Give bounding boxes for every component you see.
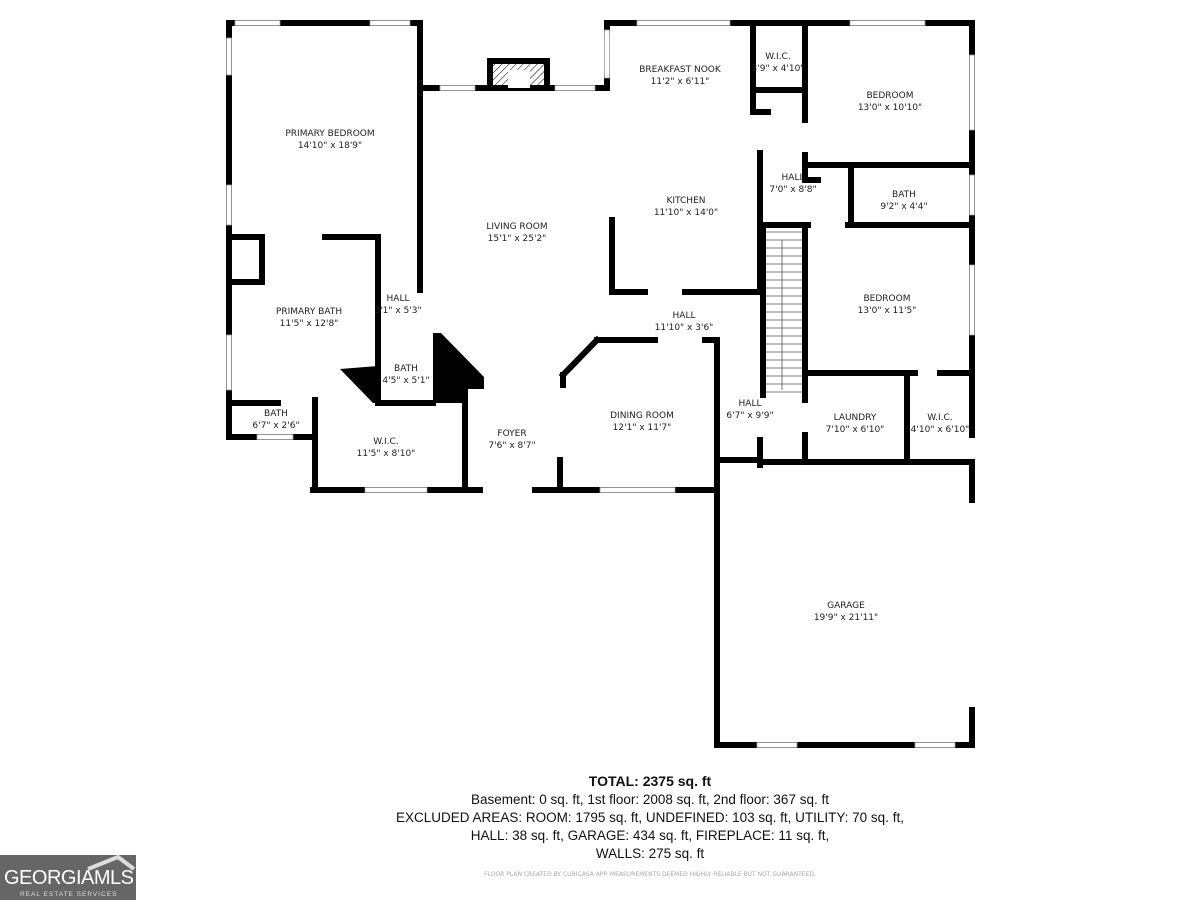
window bbox=[226, 37, 232, 76]
room-dimensions: 11'2" x 6'11" bbox=[651, 77, 710, 87]
window bbox=[969, 264, 975, 336]
room-name: BREAKFAST NOOK bbox=[639, 65, 722, 75]
walls-area: WALLS: 275 sq. ft bbox=[595, 846, 705, 861]
room-label: BATH 4'5" x 5'1" bbox=[382, 364, 429, 386]
room-dimensions: 13'0" x 10'10" bbox=[858, 103, 922, 113]
room-name: W.I.C. bbox=[373, 437, 398, 447]
room-name: HALL bbox=[387, 294, 410, 304]
fireplace bbox=[487, 58, 550, 91]
room-label: LAUNDRY 7'10" x 6'10" bbox=[826, 413, 885, 435]
window bbox=[969, 54, 975, 131]
room-label: BEDROOM 13'0" x 11'5" bbox=[858, 294, 917, 316]
window bbox=[554, 85, 596, 91]
room-dimensions: 6'7" x 9'9" bbox=[726, 411, 773, 421]
room-label: W.I.C. 3'9" x 4'10" bbox=[752, 52, 805, 74]
credit-note: FLOOR PLAN CREATED BY CUBICASA APP. MEAS… bbox=[484, 871, 816, 878]
room-dimensions: 15'1" x 25'2" bbox=[488, 234, 547, 244]
excluded-areas: EXCLUDED AREAS: ROOM: 1795 sq. ft, UNDEF… bbox=[396, 810, 904, 825]
window bbox=[226, 334, 232, 391]
floor-areas: Basement: 0 sq. ft, 1st floor: 2008 sq. … bbox=[471, 792, 829, 807]
room-label: HALL 11'10" x 3'6" bbox=[655, 311, 714, 333]
window bbox=[369, 20, 411, 26]
room-name: LIVING ROOM bbox=[486, 222, 547, 232]
floor-plan: PRIMARY BEDROOM 14'10" x 18'9" LIVING ROOM… bbox=[226, 20, 975, 748]
room-name: BATH bbox=[394, 364, 418, 374]
room-dimensions: 4'5" x 5'1" bbox=[382, 376, 429, 386]
room-label: DINING ROOM 12'1" x 11'7" bbox=[610, 411, 674, 433]
room-name: BATH bbox=[892, 190, 916, 200]
room-name: W.I.C. bbox=[765, 52, 790, 62]
room-dimensions: 7'6" x 8'7" bbox=[488, 441, 535, 451]
room-dimensions: 12'1" x 11'7" bbox=[613, 423, 672, 433]
room-label: HALL 7'0" x 8'8" bbox=[769, 173, 816, 195]
room-name: HALL bbox=[782, 173, 805, 183]
room-name: KITCHEN bbox=[667, 196, 706, 206]
window bbox=[439, 85, 476, 91]
room-name: BEDROOM bbox=[867, 91, 914, 101]
room-label: FOYER 7'6" x 8'7" bbox=[488, 429, 535, 451]
room-label: HALL 3'1" x 5'3" bbox=[374, 294, 421, 316]
window bbox=[636, 20, 731, 26]
room-dimensions: 14'10" x 18'9" bbox=[298, 141, 362, 151]
room-name: W.I.C. bbox=[927, 413, 952, 423]
room-dimensions: 7'0" x 8'8" bbox=[769, 185, 816, 195]
wall bbox=[558, 335, 602, 380]
room-dimensions: 7'10" x 6'10" bbox=[826, 425, 885, 435]
staircase bbox=[766, 231, 802, 393]
window bbox=[364, 487, 428, 493]
room-dimensions: 3'1" x 5'3" bbox=[374, 306, 421, 316]
wall-block bbox=[433, 333, 484, 403]
room-dimensions: 11'5" x 12'8" bbox=[280, 319, 339, 329]
room-name: PRIMARY BEDROOM bbox=[285, 129, 374, 139]
room-label: LIVING ROOM 15'1" x 25'2" bbox=[486, 222, 547, 244]
window bbox=[256, 434, 294, 440]
room-name: FOYER bbox=[497, 429, 526, 439]
room-dimensions: 11'10" x 3'6" bbox=[655, 323, 714, 333]
window bbox=[849, 20, 926, 26]
room-name: DINING ROOM bbox=[610, 411, 674, 421]
room-dimensions: 11'10" x 14'0" bbox=[654, 208, 718, 218]
logo-subtitle: REAL ESTATE SERVICES bbox=[20, 891, 118, 898]
excluded-areas-cont: HALL: 38 sq. ft, GARAGE: 434 sq. ft, FIR… bbox=[470, 828, 830, 843]
room-dimensions: 13'0" x 11'5" bbox=[858, 306, 917, 316]
room-name: HALL bbox=[739, 399, 762, 409]
wall-block bbox=[340, 366, 378, 403]
room-name: HALL bbox=[673, 311, 696, 321]
window bbox=[604, 29, 610, 79]
room-dimensions: 6'7" x 2'6" bbox=[252, 421, 299, 431]
room-name: BEDROOM bbox=[864, 294, 911, 304]
window bbox=[226, 184, 232, 226]
total-area: TOTAL: 2375 sq. ft bbox=[588, 773, 712, 789]
room-label: HALL 6'7" x 9'9" bbox=[726, 399, 773, 421]
window bbox=[914, 742, 956, 748]
window bbox=[756, 742, 798, 748]
room-label: KITCHEN 11'10" x 14'0" bbox=[654, 196, 718, 218]
room-label: W.I.C. 11'5" x 8'10" bbox=[357, 437, 416, 459]
room-label: BREAKFAST NOOK 11'2" x 6'11" bbox=[639, 65, 722, 87]
logo-name: GEORGIAMLS bbox=[4, 867, 134, 889]
windows bbox=[226, 20, 975, 748]
room-dimensions: 19'9" x 21'11" bbox=[814, 613, 878, 623]
room-name: PRIMARY BATH bbox=[276, 307, 342, 317]
room-dimensions: 9'2" x 4'4" bbox=[880, 202, 927, 212]
room-label: PRIMARY BATH 11'5" x 12'8" bbox=[276, 307, 342, 329]
room-label: W.I.C. 4'10" x 6'10" bbox=[911, 413, 970, 435]
window bbox=[234, 20, 281, 26]
room-label: GARAGE 19'9" x 21'11" bbox=[814, 601, 878, 623]
room-name: BATH bbox=[264, 409, 288, 419]
room-label: BEDROOM 13'0" x 10'10" bbox=[858, 91, 922, 113]
room-label: BATH 6'7" x 2'6" bbox=[252, 409, 299, 431]
georgia-mls-logo: GEORGIAMLS REAL ESTATE SERVICES bbox=[0, 855, 136, 900]
room-name: LAUNDRY bbox=[834, 413, 877, 423]
room-label: PRIMARY BEDROOM 14'10" x 18'9" bbox=[285, 129, 374, 151]
room-name: GARAGE bbox=[827, 601, 865, 611]
room-dimensions: 11'5" x 8'10" bbox=[357, 449, 416, 459]
window bbox=[599, 487, 676, 493]
room-dimensions: 3'9" x 4'10" bbox=[752, 64, 805, 74]
room-dimensions: 4'10" x 6'10" bbox=[911, 425, 970, 435]
window bbox=[969, 174, 975, 216]
room-label: BATH 9'2" x 4'4" bbox=[880, 190, 927, 212]
